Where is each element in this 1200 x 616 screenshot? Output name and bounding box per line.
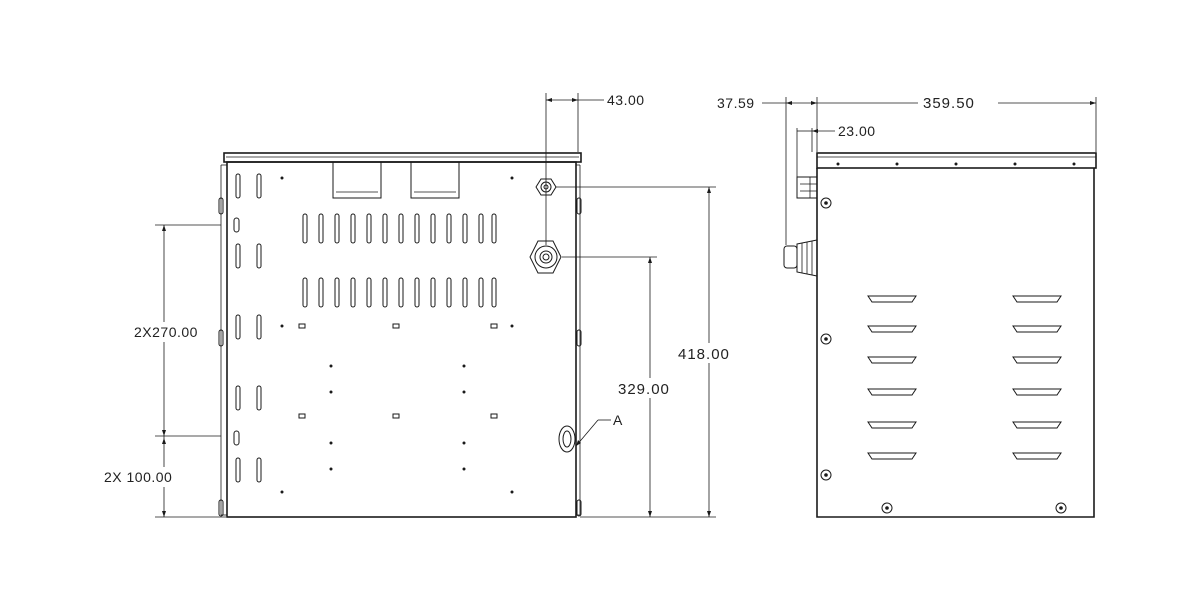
side-louvers [867,295,1062,460]
left-edge-slots [233,173,262,483]
side-small-gland-icon [796,176,818,199]
side-top-lip [816,152,1097,169]
side-fasteners [820,197,1067,514]
side-lip-holes [836,162,1076,166]
front-panel-outline [226,161,577,518]
side-panel-outline [816,168,1095,518]
vent-slots-upper [302,213,497,244]
large-cable-gland-icon [529,240,562,274]
front-top-lip [223,152,582,163]
front-view [218,152,582,518]
side-view [783,152,1097,518]
callout-a: A [613,412,623,428]
dim-270: 2X270.00 [134,324,198,340]
dim-37-59: 37.59 [717,95,755,111]
dim-329: 329.00 [618,381,670,398]
dim-100: 2X 100.00 [104,469,172,485]
front-side-knobs [218,197,582,517]
side-dimensions: 37.59 359.50 23.00 [717,93,1097,245]
side-large-gland-icon [783,239,818,277]
top-brackets [332,162,460,199]
mounting-holes [280,176,514,494]
vent-slots-lower [302,277,497,308]
front-dimensions: 43.00 2X270.00 2X 100.00 418.00 329.00 [100,92,745,518]
dim-23: 23.00 [838,123,876,139]
dim-418: 418.00 [678,346,730,363]
dim-43: 43.00 [607,92,645,108]
dim-359-50: 359.50 [923,95,975,112]
knockout-a-icon [558,425,576,453]
